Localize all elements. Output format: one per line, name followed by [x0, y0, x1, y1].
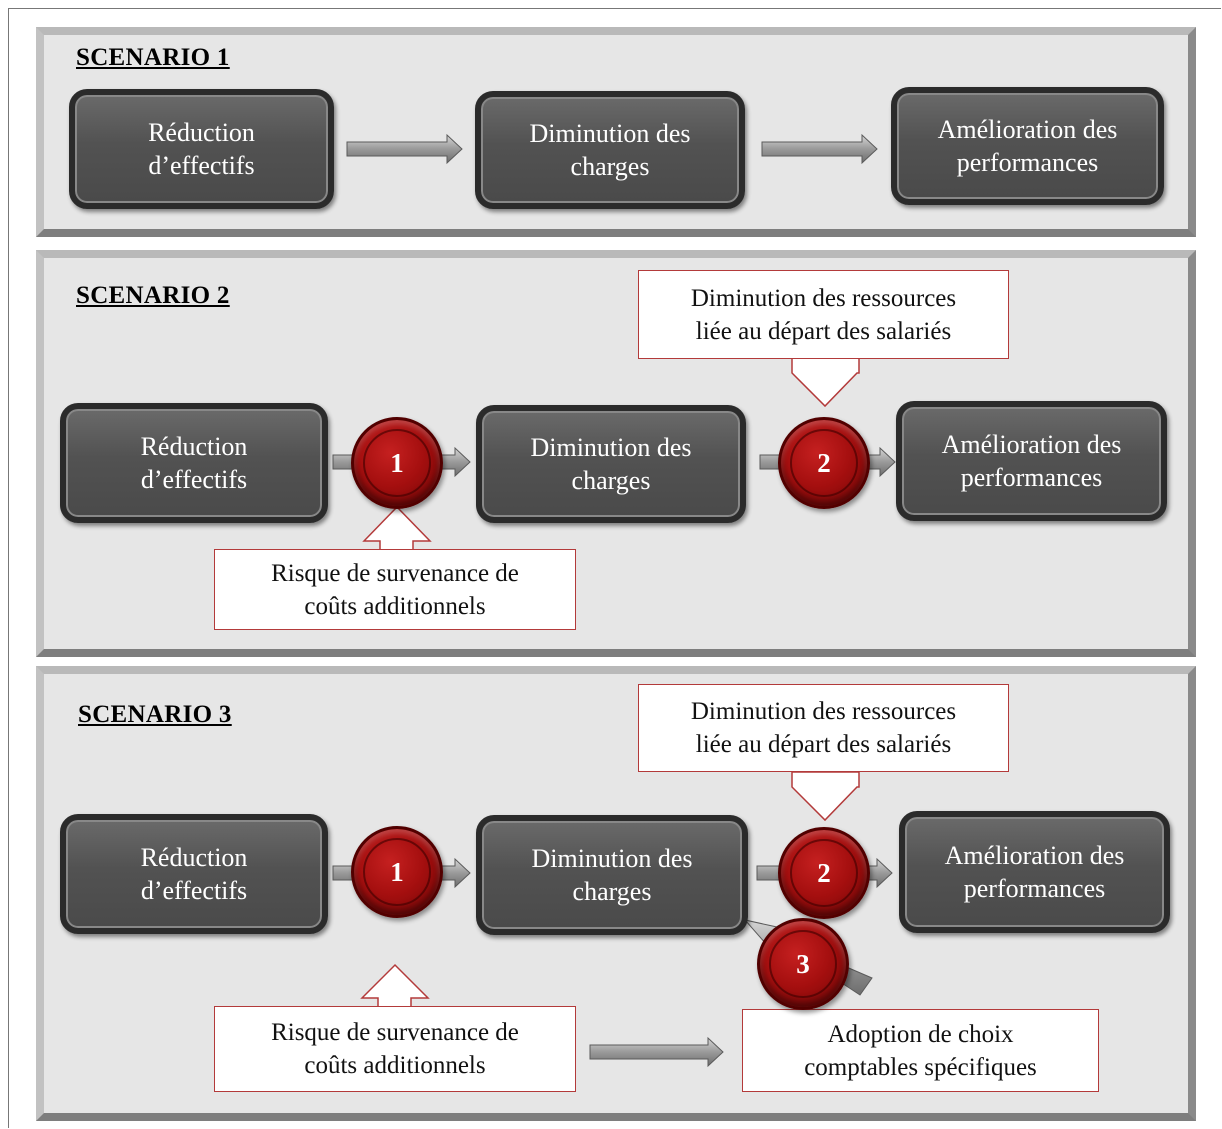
- s1-box-reduction-label: Réduction d’effectifs: [148, 118, 255, 180]
- s3-note-accounting-text: Adoption de choix comptables spécifiques: [804, 1021, 1037, 1081]
- s3-box-diminution: Diminution des charges: [476, 815, 748, 935]
- s3-box-diminution-label: Diminution des charges: [531, 844, 693, 906]
- connector-s2-down: [791, 357, 860, 408]
- arrow-s3-bottom: [589, 1036, 724, 1068]
- s2-box-amelioration-label: Amélioration des performances: [941, 430, 1122, 492]
- s3-note-accounting: Adoption de choix comptables spécifiques: [742, 1009, 1099, 1092]
- s2-box-reduction: Réduction d’effectifs: [60, 403, 328, 523]
- s3-marker-2-label: 2: [817, 857, 831, 888]
- s2-note-risk: Risque de survenance de coûts additionne…: [214, 549, 576, 630]
- s1-box-amelioration: Amélioration des performances: [891, 87, 1164, 205]
- s3-note-risk-text: Risque de survenance de coûts additionne…: [271, 1019, 519, 1079]
- s2-marker-2: 2: [778, 417, 870, 509]
- s3-marker-3-label: 3: [796, 948, 810, 979]
- page-frame: [8, 8, 1221, 1128]
- s3-box-amelioration-label: Amélioration des performances: [944, 841, 1125, 903]
- arrow-s1-b: [761, 133, 878, 165]
- s3-marker-1-label: 1: [390, 856, 404, 887]
- s3-note-resources: Diminution des ressources liée au départ…: [638, 684, 1009, 772]
- s3-marker-2: 2: [778, 827, 870, 919]
- s3-note-risk: Risque de survenance de coûts additionne…: [214, 1006, 576, 1092]
- s2-marker-1-label: 1: [390, 447, 404, 478]
- s2-marker-2-label: 2: [817, 447, 831, 478]
- connector-s3-up: [360, 963, 430, 1009]
- s1-box-reduction: Réduction d’effectifs: [69, 89, 334, 209]
- s3-box-amelioration: Amélioration des performances: [899, 811, 1170, 933]
- s3-box-reduction: Réduction d’effectifs: [60, 814, 328, 934]
- arrow-s1-a: [346, 133, 463, 165]
- s3-box-reduction-label: Réduction d’effectifs: [140, 843, 248, 905]
- s2-box-reduction-label: Réduction d’effectifs: [140, 432, 248, 494]
- s2-marker-1: 1: [351, 417, 443, 509]
- s2-box-amelioration: Amélioration des performances: [896, 401, 1167, 521]
- scenario-1-title: SCENARIO 1: [76, 44, 230, 71]
- s2-note-resources-text: Diminution des ressources liée au départ…: [690, 284, 957, 345]
- s2-box-diminution: Diminution des charges: [476, 405, 746, 523]
- s3-note-resources-text: Diminution des ressources liée au départ…: [690, 698, 957, 758]
- s1-box-amelioration-label: Amélioration des performances: [937, 115, 1118, 177]
- s1-box-diminution-label: Diminution des charges: [529, 119, 691, 181]
- s3-marker-1: 1: [351, 826, 443, 918]
- scenario-3-title: SCENARIO 3: [78, 701, 232, 728]
- s3-marker-3: 3: [757, 918, 849, 1010]
- s1-box-diminution: Diminution des charges: [475, 91, 745, 209]
- s2-note-risk-text: Risque de survenance de coûts additionne…: [271, 559, 519, 620]
- connector-s3-down: [791, 771, 860, 822]
- connector-s2-up: [362, 505, 432, 552]
- s2-box-diminution-label: Diminution des charges: [530, 433, 692, 495]
- s2-note-resources: Diminution des ressources liée au départ…: [638, 270, 1009, 359]
- scenario-2-title: SCENARIO 2: [76, 282, 230, 309]
